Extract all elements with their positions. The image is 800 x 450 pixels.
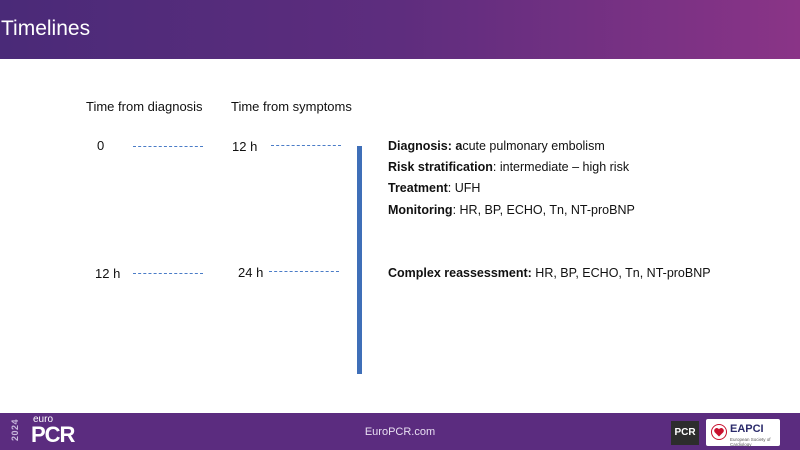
- symptom-time-24h: 24 h: [238, 265, 264, 280]
- footer-bar: [0, 413, 800, 450]
- eapci-logo: EAPCI European Society of Cardiology: [706, 419, 780, 447]
- diagnosis-time-12h: 12 h: [95, 266, 121, 281]
- slide-title: Timelines: [1, 17, 91, 40]
- timeline-bar: [357, 146, 362, 374]
- dashed-connector: [269, 271, 339, 272]
- eapci-text: EAPCI: [730, 423, 764, 435]
- event-value: : UFH: [447, 181, 481, 195]
- event-treatment: Treatment: UFH: [388, 181, 480, 195]
- dashed-connector: [133, 146, 203, 147]
- europcr-logo-euro: euro: [33, 414, 54, 425]
- event-label: Monitoring: [388, 203, 453, 217]
- europcr-logo: PCR: [31, 422, 75, 447]
- header-bar: [0, 0, 800, 59]
- column-header-symptoms: Time from symptoms: [231, 99, 352, 114]
- event-label: Treatment: [388, 181, 448, 195]
- eapci-subtext: European Society of Cardiology: [730, 437, 771, 447]
- event-label: Diagnosis: a: [388, 139, 463, 153]
- footer-website: EuroPCR.com: [364, 426, 436, 438]
- event-value: HR, BP, ECHO, Tn, NT-proBNP: [531, 266, 711, 280]
- heart-icon: [711, 424, 727, 440]
- dashed-connector: [271, 145, 341, 146]
- column-header-diagnosis: Time from diagnosis: [86, 99, 203, 114]
- event-label: Complex reassessment:: [388, 266, 532, 280]
- event-diagnosis: Diagnosis: acute pulmonary embolism: [388, 139, 605, 153]
- event-label: Risk stratification: [388, 160, 493, 174]
- event-risk-stratification: Risk stratification: intermediate – high…: [388, 160, 629, 174]
- event-monitoring: Monitoring: HR, BP, ECHO, Tn, NT-proBNP: [388, 203, 635, 217]
- dashed-connector: [133, 273, 203, 274]
- pcr-logo: PCR: [671, 421, 699, 445]
- event-value: cute pulmonary embolism: [462, 139, 605, 153]
- symptom-time-12h: 12 h: [232, 139, 258, 154]
- event-complex-reassessment: Complex reassessment: HR, BP, ECHO, Tn, …: [388, 266, 711, 280]
- event-value: : intermediate – high risk: [492, 160, 630, 174]
- event-value: : HR, BP, ECHO, Tn, NT-proBNP: [452, 203, 635, 217]
- diagnosis-time-0: 0: [97, 138, 105, 153]
